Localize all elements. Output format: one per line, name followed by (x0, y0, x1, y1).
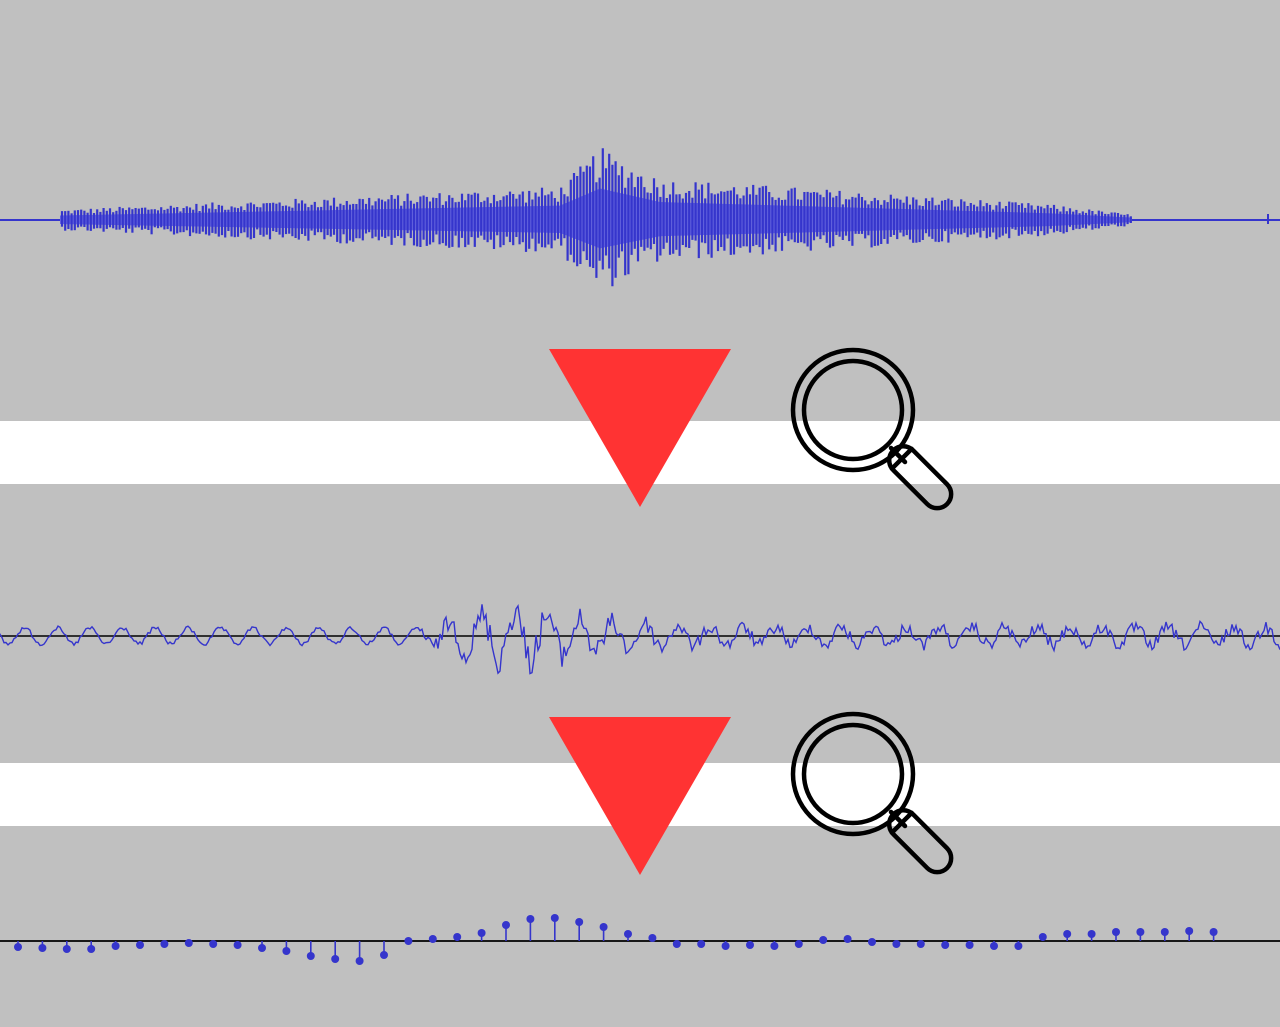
sample-point[interactable] (697, 940, 706, 948)
sample-point[interactable] (892, 940, 901, 948)
sample-point[interactable] (209, 940, 218, 948)
sample-point[interactable] (843, 935, 852, 943)
sample-point[interactable] (1112, 928, 1120, 936)
sample-point[interactable] (721, 942, 730, 950)
sample-point[interactable] (258, 944, 266, 952)
sample-point[interactable] (282, 947, 291, 955)
sample-point[interactable] (575, 918, 584, 926)
sample-point[interactable] (1185, 927, 1194, 935)
sample-point[interactable] (672, 940, 681, 948)
sample-point[interactable] (819, 936, 828, 944)
sample-point[interactable] (965, 941, 974, 949)
sample-point[interactable] (404, 937, 413, 945)
track-zoomed-in[interactable] (0, 484, 1280, 763)
magnifier-icon (790, 711, 954, 875)
sample-point[interactable] (111, 942, 120, 950)
sample-point[interactable] (1087, 930, 1096, 938)
sample-point[interactable] (794, 940, 803, 948)
sample-point[interactable] (941, 941, 950, 949)
sample-point[interactable] (62, 945, 71, 953)
sample-point[interactable] (916, 940, 925, 948)
sample-point[interactable] (1160, 928, 1169, 936)
sample-point[interactable] (1063, 930, 1072, 938)
sample-point[interactable] (233, 941, 242, 949)
sample-point[interactable] (331, 955, 340, 963)
sample-point[interactable] (746, 941, 754, 949)
sample-point[interactable] (770, 942, 779, 950)
sample-point[interactable] (477, 929, 486, 937)
zoomed-trace (0, 603, 1280, 675)
zoom-arrow-1 (549, 349, 731, 507)
sample-point[interactable] (1014, 942, 1023, 950)
sample-point[interactable] (136, 941, 144, 949)
zoomed-waveform (0, 603, 1280, 675)
sample-point[interactable] (453, 933, 462, 941)
sample-point[interactable] (990, 942, 998, 950)
sample-point[interactable] (38, 944, 47, 952)
sample-point[interactable] (87, 945, 96, 953)
sample-point[interactable] (306, 952, 315, 960)
sample-point[interactable] (184, 939, 193, 947)
overview-waveform (0, 148, 1280, 287)
sample-point[interactable] (1038, 933, 1047, 941)
sample-point[interactable] (550, 914, 559, 922)
sample-point[interactable] (526, 915, 535, 923)
sample-point[interactable] (355, 957, 364, 965)
sample-point[interactable] (160, 940, 169, 948)
sample-point[interactable] (1136, 928, 1145, 936)
zoom-arrow-2 (549, 717, 731, 875)
sample-point[interactable] (1209, 928, 1218, 936)
sample-stems-waveform (0, 914, 1280, 965)
sample-point[interactable] (599, 923, 608, 931)
sample-point[interactable] (14, 943, 22, 951)
sample-point[interactable] (648, 934, 657, 942)
sample-point[interactable] (624, 930, 632, 938)
sample-point[interactable] (502, 921, 510, 929)
sample-point[interactable] (868, 938, 876, 946)
magnifier-icon (790, 347, 954, 511)
sample-point[interactable] (428, 935, 437, 943)
sample-point[interactable] (380, 951, 388, 959)
